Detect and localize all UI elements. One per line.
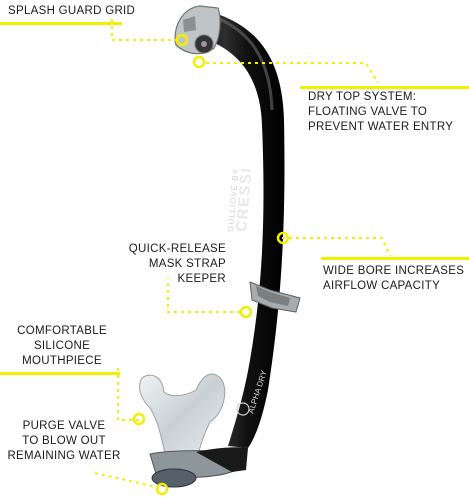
splash-guard-underline <box>0 22 122 25</box>
splash-guard-grid <box>174 5 221 55</box>
dry-top-underline <box>300 86 469 89</box>
callout-line: AIRFLOW CAPACITY <box>323 280 441 292</box>
callout-line: PURGE VALVE <box>22 420 106 432</box>
mouthpiece-underline <box>0 372 120 375</box>
callout-dots <box>132 33 290 496</box>
callout-line: FLOATING VALVE TO <box>308 106 428 118</box>
callout-splash-guard: SPLASH GUARD GRID <box>8 4 135 19</box>
callout-purge-valve: PURGE VALVE TO BLOW OUT REMAINING WATER <box>4 419 124 464</box>
purge-valve <box>149 447 248 488</box>
callout-line: DRY TOP SYSTEM: <box>308 91 417 103</box>
callout-line: KEEPER <box>177 273 226 285</box>
callout-line: PREVENT WATER ENTRY <box>308 121 454 133</box>
callout-line: COMFORTABLE <box>17 325 107 337</box>
callout-quick-release: QUICK-RELEASE MASK STRAP KEEPER <box>118 242 226 287</box>
wide-bore-underline <box>321 257 469 260</box>
callout-line: TO BLOW OUT <box>22 435 106 447</box>
callout-line: MOUTHPIECE <box>22 355 102 367</box>
callout-line: WIDE BORE INCREASES <box>323 265 465 277</box>
brand-marking: CRESSI GULLIOVE BY <box>226 166 256 232</box>
callout-line: QUICK-RELEASE <box>128 243 226 255</box>
snorkel-tube <box>192 10 285 448</box>
callout-wide-bore: WIDE BORE INCREASES AIRFLOW CAPACITY <box>323 264 464 294</box>
mask-strap-keeper <box>249 281 301 313</box>
brand-text: CRESSI <box>233 166 256 232</box>
silicone-mouthpiece <box>139 373 226 459</box>
callout-line: MASK STRAP <box>148 258 226 270</box>
callout-text: SPLASH GUARD GRID <box>8 5 136 17</box>
callout-line: REMAINING WATER <box>7 450 121 462</box>
callout-dry-top: DRY TOP SYSTEM: FLOATING VALVE TO PREVEN… <box>308 90 453 135</box>
callout-mouthpiece: COMFORTABLE SILICONE MOUTHPIECE <box>6 324 118 369</box>
callout-line: SILICONE <box>33 340 91 352</box>
